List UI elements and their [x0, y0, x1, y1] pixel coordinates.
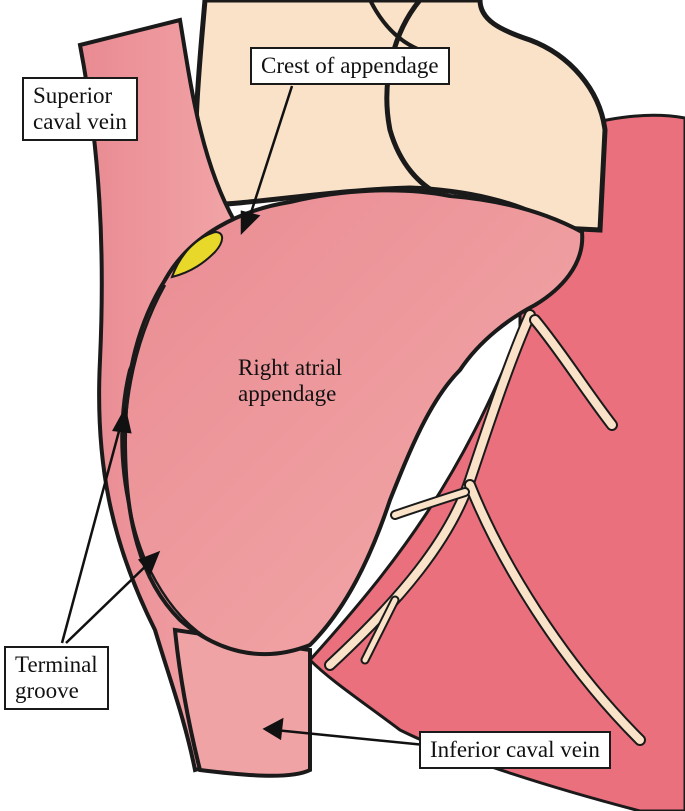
coronary-artery: [324, 309, 646, 746]
terminal-groove-line-2: groove: [15, 678, 79, 703]
terminal-groove-line: [123, 284, 211, 642]
right-atrial-appendage-shape: [122, 188, 585, 657]
right-atrial-appendage-line-1: Right atrial: [238, 355, 343, 380]
superior-caval-vein-line-1: Superior: [33, 83, 113, 108]
label-crest-of-appendage: Crest of appendage: [250, 47, 450, 85]
aorta-top-curve: [368, 0, 421, 52]
ventricle-region: [307, 113, 685, 811]
right-atrial-appendage-line-2: appendage: [238, 381, 337, 406]
terminal-groove-line-1: Terminal: [15, 652, 98, 677]
label-terminal-groove: Terminal groove: [4, 646, 109, 710]
aorta-fold-line: [384, 0, 442, 198]
annotation-arrows: [60, 85, 426, 747]
inferior-caval-vein-shape: [172, 627, 312, 778]
label-inferior-caval-vein: Inferior caval vein: [419, 731, 611, 769]
crest-highlight: [170, 230, 224, 279]
inferior-caval-vein-text: Inferior caval vein: [430, 737, 600, 762]
crest-of-appendage-text: Crest of appendage: [261, 53, 439, 78]
superior-caval-vein-line-2: caval vein: [33, 109, 127, 134]
label-superior-caval-vein: Superior caval vein: [22, 77, 138, 141]
label-right-atrial-appendage: Right atrial appendage: [238, 355, 342, 407]
